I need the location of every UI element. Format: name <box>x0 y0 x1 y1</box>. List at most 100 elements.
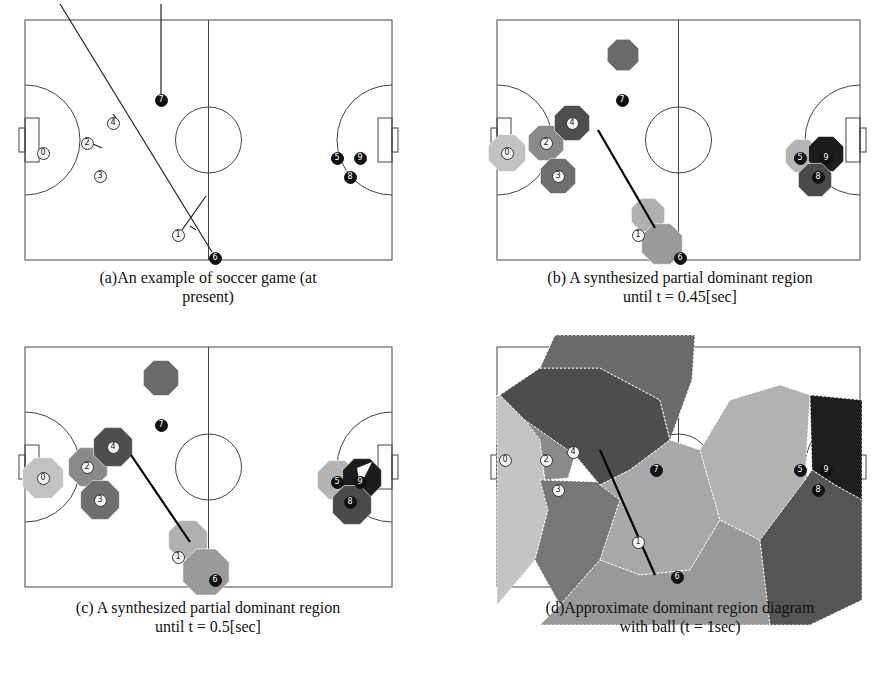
player-number: 3 <box>97 172 102 180</box>
partial-region <box>798 163 831 196</box>
figure-caption: (a)An example of soccer game (at present… <box>83 268 333 306</box>
dominant-region-diagram <box>497 335 862 625</box>
player-marker: 5 <box>331 152 344 165</box>
player-marker: 2 <box>540 454 553 467</box>
player-number: 4 <box>110 119 115 127</box>
player-number: 9 <box>357 154 362 162</box>
player-marker: 1 <box>172 229 185 242</box>
player-number: 2 <box>84 463 89 471</box>
player-marker: 7 <box>155 419 168 432</box>
player-number: 3 <box>555 486 560 494</box>
player-number: 8 <box>347 498 352 506</box>
partial-region <box>607 39 638 70</box>
player-marker: 6 <box>209 252 222 265</box>
player-number: 0 <box>504 149 509 157</box>
player-number: 6 <box>674 573 679 581</box>
player-number: 4 <box>570 448 575 456</box>
partial-region <box>94 428 133 467</box>
partial-region <box>183 549 229 595</box>
partial-region <box>81 481 120 520</box>
player-marker: 4 <box>567 446 580 459</box>
player-number: 0 <box>40 149 45 157</box>
player-number: 8 <box>815 486 820 494</box>
player-number: 7 <box>619 96 624 104</box>
player-marker: 7 <box>155 94 168 107</box>
player-marker: 6 <box>209 574 222 587</box>
player-number: 1 <box>635 538 640 546</box>
player-number: 6 <box>677 254 682 262</box>
player-number: 5 <box>334 478 339 486</box>
partial-region <box>554 105 589 140</box>
player-number: 8 <box>347 173 352 181</box>
player-number: 2 <box>543 139 548 147</box>
player-marker: 6 <box>671 571 684 584</box>
player-number: 1 <box>175 553 180 561</box>
player-marker: 4 <box>107 441 120 454</box>
player-marker: 5 <box>794 464 807 477</box>
player-marker: 3 <box>94 494 107 507</box>
soccer-field <box>491 20 866 260</box>
player-marker: 8 <box>344 496 357 509</box>
player-marker: 2 <box>81 137 94 150</box>
player-number: 4 <box>569 119 574 127</box>
partial-region <box>489 135 526 172</box>
player-number: 9 <box>823 466 828 474</box>
player-marker: 9 <box>354 152 367 165</box>
player-marker: 8 <box>812 484 825 497</box>
player-marker: 0 <box>501 147 514 160</box>
trajectories <box>60 4 212 252</box>
player-number: 8 <box>815 173 820 181</box>
player-number: 2 <box>543 456 548 464</box>
player-marker: 8 <box>812 171 825 184</box>
player-number: 0 <box>502 456 507 464</box>
player-marker: 9 <box>820 152 833 165</box>
player-marker: 6 <box>674 252 687 265</box>
player-marker: 5 <box>331 476 344 489</box>
player-number: 3 <box>555 172 560 180</box>
player-marker: 0 <box>37 147 50 160</box>
partial-region <box>143 360 178 395</box>
player-number: 5 <box>797 154 802 162</box>
figure-caption: (b) A synthesized partial dominant regio… <box>540 268 820 306</box>
player-number: 1 <box>635 231 640 239</box>
player-number: 5 <box>334 154 339 162</box>
player-number: 7 <box>158 421 163 429</box>
player-marker: 5 <box>794 152 807 165</box>
player-marker: 1 <box>632 229 645 242</box>
player-number: 3 <box>97 496 102 504</box>
player-marker: 9 <box>820 464 833 477</box>
player-marker: 4 <box>107 117 120 130</box>
ball-trajectory <box>131 130 655 575</box>
player-marker: 9 <box>354 476 367 489</box>
player-marker: 0 <box>499 454 512 467</box>
dominant-regions <box>23 360 382 595</box>
player-number: 1 <box>175 231 180 239</box>
player-number: 5 <box>797 466 802 474</box>
dominant-regions <box>489 39 844 264</box>
player-marker: 2 <box>540 137 553 150</box>
player-marker: 1 <box>172 551 185 564</box>
player-number: 7 <box>158 96 163 104</box>
player-number: 6 <box>212 254 217 262</box>
figure-caption: (c) A synthesized partial dominant regio… <box>68 598 348 636</box>
player-marker: 8 <box>344 171 357 184</box>
player-marker: 0 <box>37 472 50 485</box>
player-marker: 3 <box>94 170 107 183</box>
player-number: 9 <box>357 478 362 486</box>
player-marker: 7 <box>650 464 663 477</box>
player-number: 2 <box>84 139 89 147</box>
figure-caption: (d)Approximate dominant region diagram w… <box>540 598 820 636</box>
player-marker: 7 <box>616 94 629 107</box>
player-marker: 3 <box>552 170 565 183</box>
player-marker: 2 <box>81 461 94 474</box>
soccer-field <box>19 20 398 260</box>
partial-region <box>540 158 575 193</box>
player-marker: 1 <box>632 536 645 549</box>
player-number: 0 <box>40 474 45 482</box>
player-marker: 3 <box>552 484 565 497</box>
player-marker: 4 <box>566 117 579 130</box>
partial-region <box>23 458 64 499</box>
player-number: 6 <box>212 576 217 584</box>
partial-region <box>333 486 372 525</box>
